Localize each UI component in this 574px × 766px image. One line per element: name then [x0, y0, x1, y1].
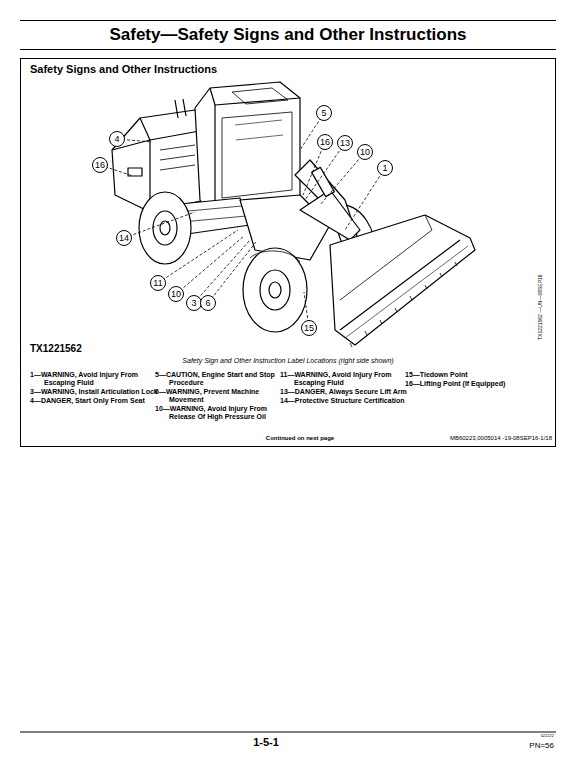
callout-text: 14 — [119, 234, 129, 243]
callout-number: 6 — [200, 295, 216, 311]
callout-number: 14 — [116, 230, 132, 246]
legend-item: 15—Tiedown Point — [405, 371, 541, 379]
callout-number: 10 — [168, 286, 184, 302]
legend-item: 5—CAUTION, Engine Start and Stop Procedu… — [155, 371, 291, 387]
callout-text: 4 — [114, 135, 119, 144]
callout-number: 10 — [357, 144, 373, 160]
callout-text: 5 — [321, 109, 326, 118]
callout-text: 16 — [95, 161, 105, 170]
legend-item: 14—Protective Structure Certification — [280, 397, 416, 405]
legend-item: 3—WARNING, Install Articulation Lock — [30, 388, 166, 396]
figure-caption: Safety Sign and Other Instruction Label … — [20, 357, 556, 364]
figure-id: TX1221562 — [30, 343, 82, 355]
callout-text: 10 — [360, 148, 370, 157]
callout-number: 16 — [92, 157, 108, 173]
callout-text: 6 — [205, 299, 210, 308]
callout-text: 16 — [320, 138, 330, 147]
callout-number: 5 — [316, 105, 332, 121]
page-number: 1-5-1 — [200, 736, 332, 749]
figure-code: TX1221562 —UN—08SEP16 — [537, 274, 543, 340]
continued-note: Continued on next page — [200, 435, 400, 442]
callout-number: 16 — [317, 134, 333, 150]
legend-item: 11—WARNING, Avoid Injury From Escaping F… — [280, 371, 416, 387]
page-code: PN=56 — [529, 741, 554, 751]
legend-item: 10—WARNING, Avoid Injury From Release Of… — [155, 405, 291, 421]
legend-item: 4—DANGER, Start Only From Seat — [30, 397, 166, 405]
callout-text: 13 — [340, 139, 350, 148]
legend-item: 16—Lifting Point (If Equipped) — [405, 380, 541, 388]
callout-text: 1 — [382, 164, 387, 173]
callout-number: 1 — [377, 160, 393, 176]
document-code: MB60223,0005014 -19-08SEP16-1/18 — [450, 435, 552, 442]
callout-text: 3 — [191, 299, 196, 308]
legend-item: 13—DANGER, Always Secure Lift Arm — [280, 388, 416, 396]
callout-number: 15 — [301, 320, 317, 336]
callout-number: 13 — [337, 135, 353, 151]
print-code: 022222 — [541, 734, 554, 739]
page-title: Safety—Safety Signs and Other Instructio… — [20, 25, 556, 45]
legend-item: 6—WARNING, Prevent Machine Movement — [155, 388, 291, 404]
callout-text: 11 — [153, 279, 162, 288]
title-band: Safety—Safety Signs and Other Instructio… — [20, 20, 556, 50]
section-heading: Safety Signs and Other Instructions — [30, 63, 217, 75]
callout-number: 4 — [109, 131, 125, 147]
legend-item: 1—WARNING, Avoid Injury From Escaping Fl… — [30, 371, 166, 387]
callout-text: 10 — [171, 290, 181, 299]
callout-text: 15 — [304, 324, 314, 333]
callout-number: 11 — [150, 275, 166, 291]
